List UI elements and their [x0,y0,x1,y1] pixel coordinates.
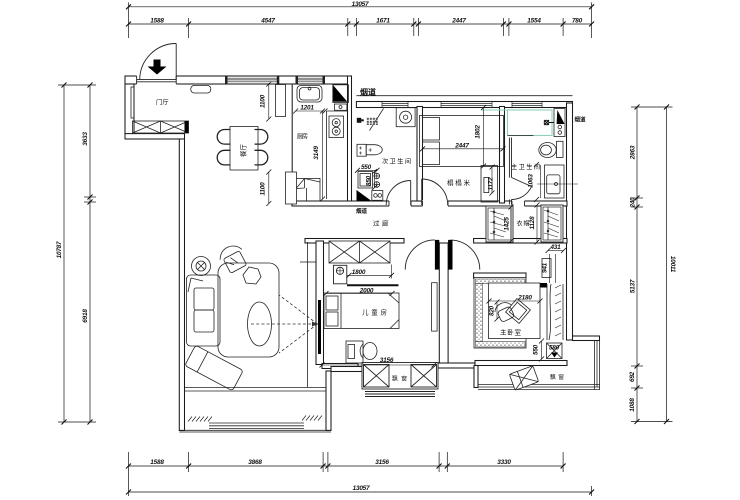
svg-text:3868: 3868 [248,459,262,466]
svg-text:1100: 1100 [260,94,267,108]
svg-text:820: 820 [489,305,496,316]
svg-text:550: 550 [361,164,372,171]
svg-text:烟道: 烟道 [356,207,368,215]
svg-text:厨房: 厨房 [297,133,308,141]
svg-text:主卧室: 主卧室 [500,328,522,337]
svg-text:2447: 2447 [451,18,466,25]
svg-text:主卫生间: 主卫生间 [511,163,540,171]
svg-text:10011: 10011 [669,256,676,273]
svg-text:榻榻米: 榻榻米 [447,178,471,187]
svg-text:1554: 1554 [527,18,541,25]
svg-text:10787: 10787 [56,241,63,258]
svg-text:1802: 1802 [475,125,482,139]
svg-text:5137: 5137 [630,279,637,293]
svg-text:儿童房: 儿童房 [362,308,387,317]
svg-text:1425: 1425 [504,217,511,231]
svg-text:550: 550 [533,344,540,355]
svg-text:2863: 2863 [630,145,637,160]
svg-text:次卫生间: 次卫生间 [382,158,411,166]
svg-text:1671: 1671 [376,18,390,25]
svg-text:烟道: 烟道 [360,87,376,97]
svg-text:580: 580 [549,345,560,352]
svg-text:门厅: 门厅 [156,99,169,107]
svg-text:衣帽: 衣帽 [517,220,530,228]
svg-text:240: 240 [630,197,637,209]
svg-text:2447: 2447 [454,143,469,150]
svg-text:1100: 1100 [260,182,267,196]
svg-text:3633: 3633 [82,132,89,146]
svg-text:1201: 1201 [300,105,314,112]
svg-text:3156: 3156 [375,459,389,466]
svg-text:2000: 2000 [359,288,374,295]
svg-text:3156: 3156 [380,357,394,364]
svg-text:2180: 2180 [517,295,532,302]
svg-text:6918: 6918 [82,309,89,323]
svg-text:941: 941 [542,262,549,273]
svg-text:餐厅: 餐厅 [239,144,248,158]
svg-text:烟道: 烟道 [575,116,587,124]
svg-text:1063: 1063 [528,174,535,188]
svg-text:1800: 1800 [352,269,366,276]
svg-text:13057: 13057 [352,1,369,8]
svg-text:3149: 3149 [313,146,320,160]
svg-text:13057: 13057 [353,485,370,492]
svg-text:1088: 1088 [629,398,636,412]
svg-text:692: 692 [629,371,636,382]
svg-text:780: 780 [572,18,583,25]
svg-text:431: 431 [549,244,561,251]
svg-text:1128: 1128 [529,216,536,230]
svg-text:850: 850 [366,175,373,186]
svg-text:4547: 4547 [260,18,275,25]
svg-text:3330: 3330 [497,459,511,466]
svg-text:1588: 1588 [150,18,164,25]
svg-text:1588: 1588 [150,459,164,466]
svg-text:1172: 1172 [488,177,495,191]
